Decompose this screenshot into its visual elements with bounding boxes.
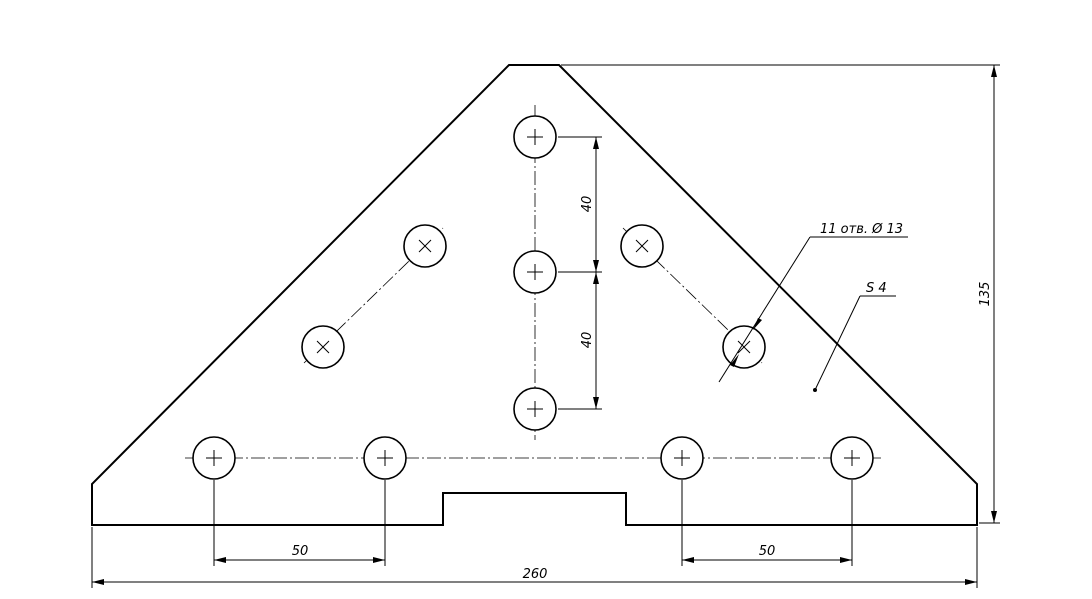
hole-bottom-4 xyxy=(830,436,874,480)
hole-callout: 11 отв. Ø 13 xyxy=(718,222,908,383)
dimension-spacing-right: 50 xyxy=(681,480,853,566)
hole-callout-label: 11 отв. Ø 13 xyxy=(820,222,903,237)
hole-vertical-top xyxy=(513,115,557,159)
hole-bottom-1 xyxy=(192,436,236,480)
dimension-overall-width-label: 260 xyxy=(523,567,548,582)
hole-diagonal-left-upper xyxy=(403,224,447,268)
hole-diagonal-right-lower xyxy=(722,325,766,369)
plate-outline xyxy=(91,64,978,526)
dimension-vertical-lower-label: 40 xyxy=(580,332,595,349)
dimension-vertical-spacing: 40 40 xyxy=(558,136,602,410)
dimension-height: 135 xyxy=(561,64,1000,524)
hole-bottom-3 xyxy=(660,436,704,480)
hole-vertical-bottom xyxy=(513,387,557,431)
hole-bottom-2 xyxy=(363,436,407,480)
thickness-callout: S 4 xyxy=(813,281,896,392)
thickness-callout-label: S 4 xyxy=(866,281,887,296)
dimension-spacing-left-label: 50 xyxy=(292,544,309,559)
holes xyxy=(192,115,874,480)
dimension-vertical-upper-label: 40 xyxy=(580,196,595,213)
dimension-height-label: 135 xyxy=(978,282,993,307)
dimension-overall-width: 260 xyxy=(91,527,978,588)
hole-diagonal-left-lower xyxy=(301,325,345,369)
dimension-spacing-left: 50 xyxy=(213,480,386,566)
dimension-spacing-right-label: 50 xyxy=(759,544,776,559)
hole-vertical-middle xyxy=(513,250,557,294)
hole-diagonal-right-upper xyxy=(620,224,664,268)
